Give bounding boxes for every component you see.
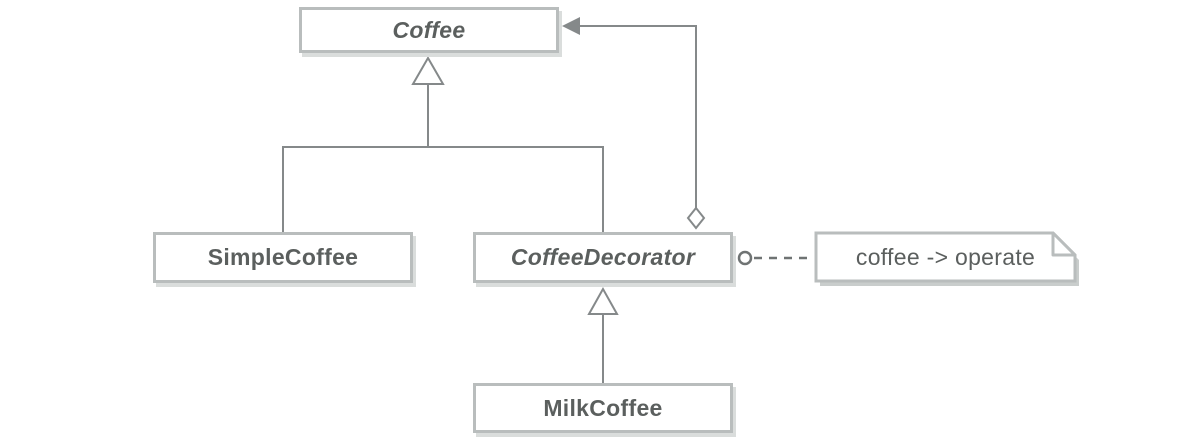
class-label-milkcoffee: MilkCoffee (543, 394, 663, 421)
aggregation-line (578, 25, 697, 208)
note-shape (814, 231, 1079, 286)
inheritance-triangle-icon (587, 286, 619, 315)
class-label-coffeedecorator: CoffeeDecorator (510, 244, 696, 270)
class-box-milkcoffee: MilkCoffee (473, 383, 733, 433)
inheritance-connector-milkcoffee (587, 286, 619, 383)
class-box-coffeedecorator: CoffeeDecorator (473, 232, 733, 283)
class-label-simplecoffee: SimpleCoffee (207, 244, 359, 270)
inheritance-tree-line (282, 84, 604, 232)
aggregation-connector (562, 17, 706, 230)
inheritance-triangle-icon (411, 55, 445, 85)
note-box: coffee -> operate (816, 233, 1075, 281)
aggregation-diamond-icon (686, 206, 706, 230)
class-box-simplecoffee: SimpleCoffee (153, 232, 413, 283)
class-box-coffee: Coffee (299, 7, 559, 53)
note-text: coffee -> operate (855, 243, 1036, 270)
note-connector (737, 250, 814, 266)
filled-arrowhead-icon (562, 17, 580, 35)
class-label-coffee: Coffee (392, 16, 466, 43)
note-body (814, 231, 1077, 283)
note-fold-corner-icon (1051, 231, 1077, 257)
note-anchor-circle-icon (737, 250, 753, 266)
inheritance-connector-to-coffee (282, 55, 604, 232)
